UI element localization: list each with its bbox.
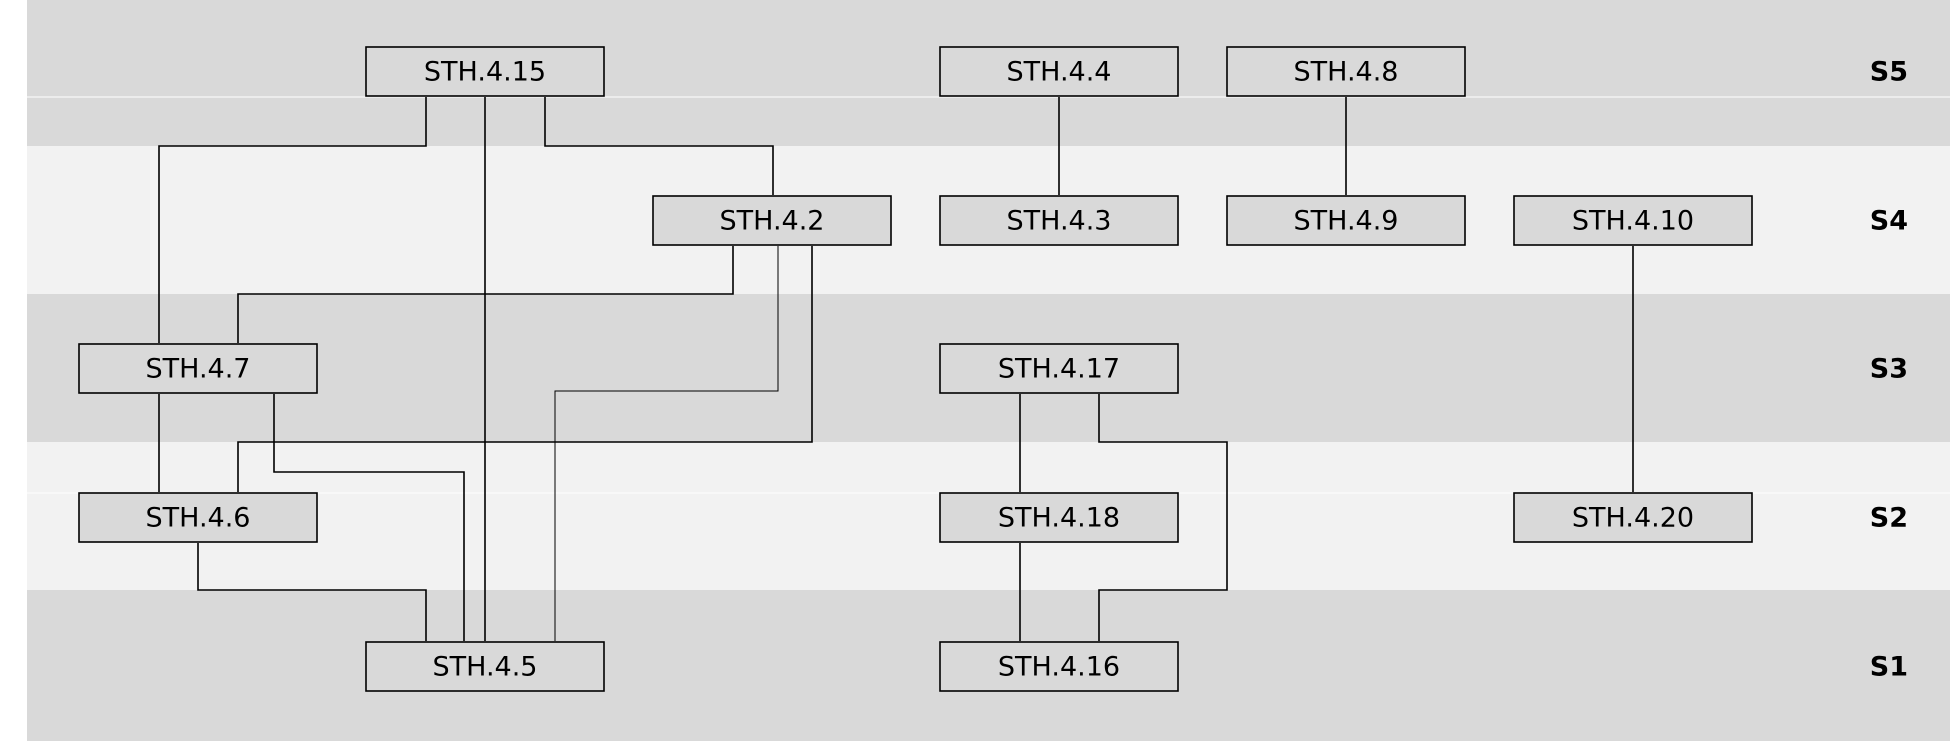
level-label-s4: S4 bbox=[1870, 206, 1908, 237]
node-label: STH.4.6 bbox=[146, 503, 251, 534]
level-labels: S5 S4 S3 S2 S1 bbox=[1870, 57, 1908, 683]
node-sth-4-20[interactable]: STH.4.20 bbox=[1513, 492, 1753, 543]
node-sth-4-17[interactable]: STH.4.17 bbox=[939, 343, 1179, 394]
node-label: STH.4.10 bbox=[1572, 206, 1694, 237]
edge-15-to-2 bbox=[544, 97, 774, 195]
edges bbox=[158, 97, 1634, 641]
edge-17-to-16 bbox=[1098, 394, 1228, 641]
node-label: STH.4.20 bbox=[1572, 503, 1694, 534]
edge-15-to-7 bbox=[158, 97, 427, 343]
node-sth-4-6[interactable]: STH.4.6 bbox=[78, 492, 318, 543]
node-sth-4-7[interactable]: STH.4.7 bbox=[78, 343, 318, 394]
node-sth-4-10[interactable]: STH.4.10 bbox=[1513, 195, 1753, 246]
node-label: STH.4.16 bbox=[998, 652, 1120, 683]
edge-7-to-5 bbox=[273, 394, 465, 641]
node-sth-4-9[interactable]: STH.4.9 bbox=[1226, 195, 1466, 246]
edge-6-to-5 bbox=[197, 543, 427, 641]
node-sth-4-16[interactable]: STH.4.16 bbox=[939, 641, 1179, 692]
node-label: STH.4.9 bbox=[1294, 206, 1399, 237]
edge-2-to-5 bbox=[554, 246, 779, 641]
node-sth-4-5[interactable]: STH.4.5 bbox=[365, 641, 605, 692]
node-sth-4-15[interactable]: STH.4.15 bbox=[365, 46, 605, 97]
level-label-s5: S5 bbox=[1870, 57, 1908, 88]
node-label: STH.4.5 bbox=[433, 652, 538, 683]
node-label: STH.4.17 bbox=[998, 354, 1120, 385]
node-label: STH.4.4 bbox=[1007, 57, 1112, 88]
node-sth-4-8[interactable]: STH.4.8 bbox=[1226, 46, 1466, 97]
node-sth-4-2[interactable]: STH.4.2 bbox=[652, 195, 892, 246]
node-sth-4-4[interactable]: STH.4.4 bbox=[939, 46, 1179, 97]
level-label-s2: S2 bbox=[1870, 503, 1908, 534]
level-label-s1: S1 bbox=[1870, 652, 1908, 683]
node-sth-4-3[interactable]: STH.4.3 bbox=[939, 195, 1179, 246]
node-label: STH.4.18 bbox=[998, 503, 1120, 534]
node-label: STH.4.8 bbox=[1294, 57, 1399, 88]
edge-2-to-7 bbox=[237, 246, 734, 343]
edge-2-to-6 bbox=[237, 246, 813, 492]
nodes: STH.4.15 STH.4.4 STH.4.8 STH.4.2 STH.4.3… bbox=[78, 46, 1753, 692]
node-label: STH.4.7 bbox=[146, 354, 251, 385]
level-label-s3: S3 bbox=[1870, 354, 1908, 385]
node-label: STH.4.3 bbox=[1007, 206, 1112, 237]
node-label: STH.4.2 bbox=[720, 206, 825, 237]
node-label: STH.4.15 bbox=[424, 57, 546, 88]
node-sth-4-18[interactable]: STH.4.18 bbox=[939, 492, 1179, 543]
